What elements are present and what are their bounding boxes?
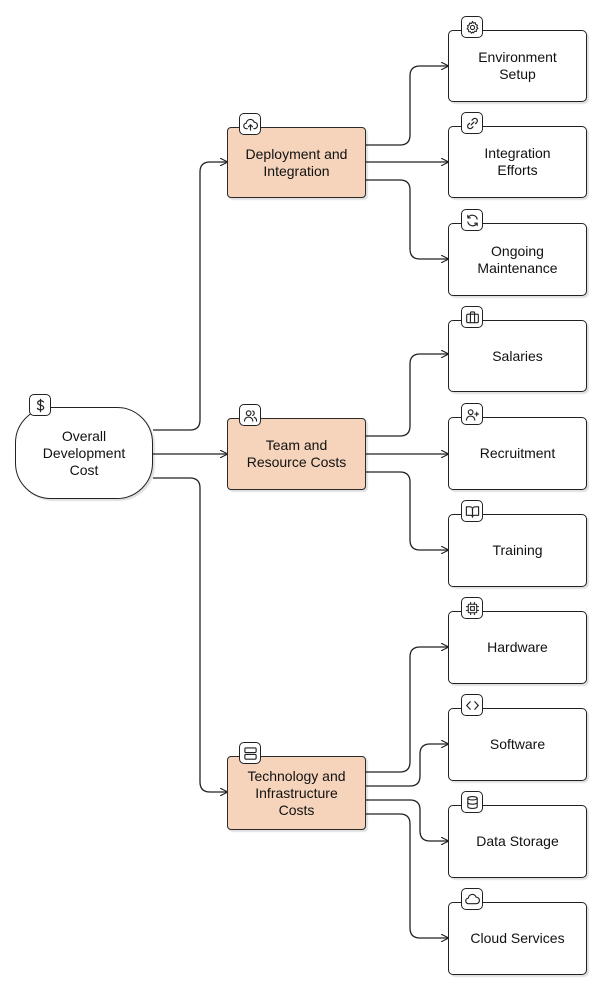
edge-tech-hardware — [366, 647, 448, 773]
group-label: Team and Resource Costs — [246, 437, 347, 470]
root-node-overall-development-cost[interactable]: Overall Development Cost — [15, 407, 153, 499]
group-node-deployment-and-integration[interactable]: Deployment and Integration — [227, 127, 366, 198]
group-label: Deployment and Integration — [245, 145, 348, 179]
leaf-node-salaries[interactable]: Salaries — [448, 320, 587, 392]
leaf-label: Recruitment — [479, 445, 556, 461]
leaf-label: Integration Efforts — [484, 145, 551, 178]
gear-icon — [461, 16, 483, 38]
edge-tech-storage — [366, 799, 448, 841]
edge-team-salaries — [366, 354, 448, 437]
book-icon — [461, 500, 483, 522]
edge-deployment-environment — [366, 66, 448, 146]
leaf-node-software[interactable]: Software — [448, 708, 587, 781]
leaf-node-data-storage[interactable]: Data Storage — [448, 805, 587, 878]
leaf-label: Ongoing Maintenance — [477, 242, 558, 276]
link-icon — [461, 112, 483, 134]
leaf-node-hardware[interactable]: Hardware — [448, 611, 587, 684]
leaf-label: Data Storage — [476, 833, 559, 849]
code-icon — [461, 694, 483, 716]
refresh-icon — [461, 209, 483, 231]
leaf-label: Hardware — [487, 639, 548, 655]
leaf-label: Software — [489, 736, 546, 752]
group-node-technology-and-infrastructure-costs[interactable]: Technology and Infrastructure Costs — [227, 756, 366, 830]
server-icon — [239, 742, 261, 764]
group-label: Technology and Infrastructure Costs — [247, 767, 346, 818]
edge-root-tech — [153, 477, 227, 792]
group-node-team-and-resource-costs[interactable]: Team and Resource Costs — [227, 418, 366, 490]
edge-root-deployment — [153, 162, 227, 431]
leaf-node-recruitment[interactable]: Recruitment — [448, 417, 587, 490]
edge-tech-cloud — [366, 813, 448, 938]
leaf-label: Salaries — [492, 347, 543, 364]
leaf-node-training[interactable]: Training — [448, 514, 587, 587]
leaf-label: Environment Setup — [478, 49, 557, 82]
leaf-node-environment-setup[interactable]: Environment Setup — [448, 30, 587, 102]
briefcase-icon — [461, 306, 483, 328]
root-label: Overall Development Cost — [42, 427, 126, 478]
leaf-node-cloud-services[interactable]: Cloud Services — [448, 902, 587, 975]
cloud-upload-icon — [239, 113, 261, 135]
user-plus-icon — [461, 403, 483, 425]
leaf-label: Cloud Services — [470, 930, 565, 946]
database-icon — [461, 791, 483, 813]
leaf-node-integration-efforts[interactable]: Integration Efforts — [448, 126, 587, 198]
leaf-label: Training — [492, 542, 543, 558]
cloud-icon — [461, 888, 483, 910]
cpu-icon — [461, 597, 483, 619]
edge-team-training — [366, 471, 448, 550]
leaf-node-ongoing-maintenance[interactable]: Ongoing Maintenance — [448, 223, 587, 296]
edge-tech-software — [366, 744, 448, 787]
dollar-icon — [29, 394, 51, 416]
users-icon — [239, 404, 261, 426]
edge-deployment-maintenance — [366, 179, 448, 259]
